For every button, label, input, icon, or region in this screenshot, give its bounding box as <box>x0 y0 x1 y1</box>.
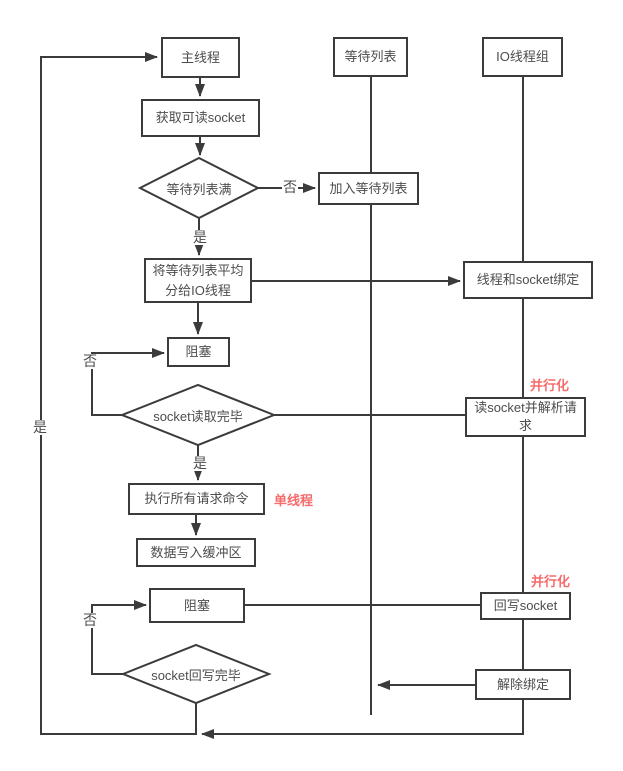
decision-wait-list-full-label: 等待列表满 <box>166 181 232 197</box>
node-bind-thread-socket: 线程和socket绑定 <box>463 261 593 299</box>
node-read-socket-parse-request: 读socket并解析请求 <box>465 397 586 437</box>
decision-wait-list-full-shape <box>137 156 261 220</box>
edge-readcheck-no-loop <box>91 348 165 416</box>
edge-label-full-no: 否 <box>282 179 298 196</box>
edge-label-read-yes: 是 <box>192 455 208 472</box>
node-block-1: 阻塞 <box>167 337 230 367</box>
decision-socket-writeback-done-label: socket回写完毕 <box>151 667 241 683</box>
edge-label-writeback-no: 否 <box>82 612 98 629</box>
edge-label-full-yes: 是 <box>192 229 208 246</box>
node-unbind: 解除绑定 <box>475 669 571 700</box>
node-get-readable-socket: 获取可读socket <box>141 99 260 137</box>
edge-label-read-no: 否 <box>82 353 98 370</box>
node-distribute-to-io-threads: 将等待列表平均分给IO线程 <box>144 258 252 303</box>
edge-label-writeback-yes: 是 <box>32 419 48 436</box>
node-writeback-socket: 回写socket <box>480 592 571 620</box>
decision-socket-read-done-shape <box>119 383 277 447</box>
edge-writecheck-no-loop <box>91 600 147 675</box>
node-main-thread: 主线程 <box>161 37 240 78</box>
decision-socket-read-done-label: socket读取完毕 <box>153 408 243 424</box>
decision-socket-writeback-done-shape <box>120 643 272 705</box>
lane-wait-list: 等待列表 <box>333 37 408 77</box>
node-exec-all-commands: 执行所有请求命令 <box>128 483 265 515</box>
annotation-single-thread: 单线程 <box>274 490 314 509</box>
lane-io-thread-group: IO线程组 <box>482 37 563 77</box>
annotation-parallel-write: 并行化 <box>531 571 571 590</box>
annotation-parallel-read: 并行化 <box>530 375 570 394</box>
node-join-wait-list: 加入等待列表 <box>318 172 419 205</box>
node-block-2: 阻塞 <box>149 588 245 623</box>
node-write-data-to-buffer: 数据写入缓冲区 <box>136 538 256 567</box>
edge-return-to-main <box>40 52 197 735</box>
